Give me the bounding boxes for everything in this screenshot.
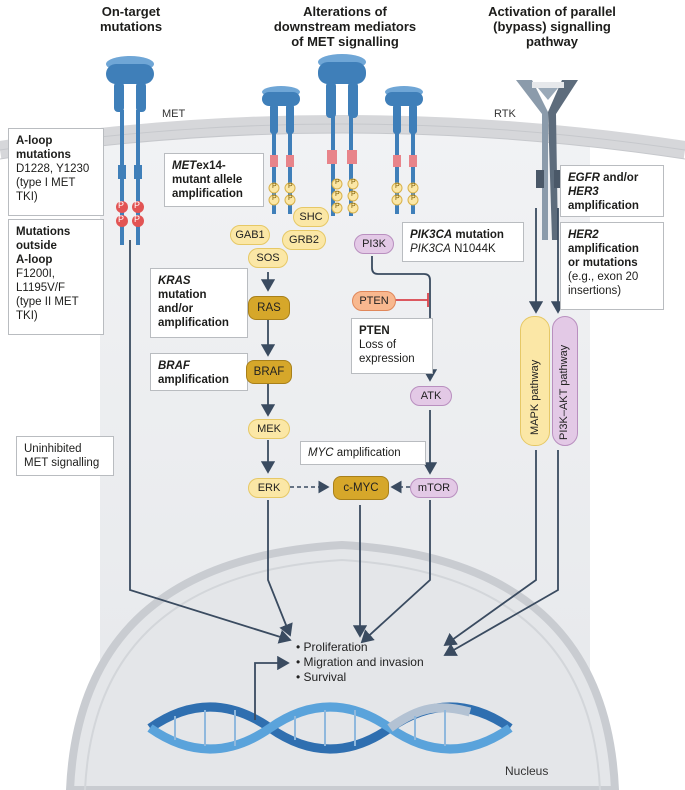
outcomes-list: Proliferation Migration and invasion Sur… (296, 640, 424, 685)
signal-arrows (129, 208, 566, 720)
phospho-yellow-label: P (335, 179, 340, 186)
mol-mek: MEK (248, 419, 290, 439)
mol-pi3k: PI3K (354, 234, 394, 254)
mol-shc: SHC (293, 207, 329, 227)
mol-ras: RAS (248, 296, 290, 320)
met-receptor-small-right (385, 86, 423, 214)
mol-pten: PTEN (352, 291, 396, 311)
rtk-receptor (516, 80, 578, 240)
outcome-survival: Survival (296, 670, 424, 685)
phospho-yellow-label: P (395, 195, 400, 202)
mol-erk: ERK (248, 478, 290, 498)
outcome-migration: Migration and invasion (296, 655, 424, 670)
mol-gab1: GAB1 (230, 225, 270, 245)
label-mapk-pathway: MAPK pathway (529, 359, 541, 435)
phospho-yellow-label: P (335, 203, 340, 210)
phospho-yellow-label: P (272, 183, 277, 190)
met-receptor-center (318, 54, 366, 216)
phospho-yellow-label: P (335, 191, 340, 198)
mol-atk: ATK (410, 386, 452, 406)
outcome-proliferation: Proliferation (296, 640, 424, 655)
phospho-yellow-label: P (351, 179, 356, 186)
pill-mapk-pathway (520, 316, 550, 446)
phospho-yellow-label: P (395, 183, 400, 190)
pten-inhibition (395, 293, 429, 307)
mol-braf: BRAF (246, 360, 292, 384)
phospho-yellow-label: P (411, 183, 416, 190)
met-receptor-small-left (262, 86, 300, 214)
met-phospho-sites (116, 201, 144, 227)
met-receptor-left (106, 56, 154, 245)
pill-pi3k-akt-pathway (552, 316, 578, 446)
met-label: MET (162, 108, 186, 120)
label-pi3k-akt-pathway: PI3K–AKT pathway (558, 344, 570, 440)
mol-sos: SOS (248, 248, 288, 268)
box-pik3ca: PIK3CA mutation PIK3CA N1044K (402, 222, 524, 262)
dna-helix (147, 702, 513, 754)
phospho-yellow-label: P (288, 183, 293, 190)
nucleus-label: Nucleus (505, 764, 549, 778)
rtk-label: RTK (494, 108, 516, 120)
mol-grb2: GRB2 (282, 230, 326, 250)
phospho-yellow-label: P (272, 195, 277, 202)
mol-cmyc: c-MYC (333, 476, 389, 500)
phospho-yellow-label: P (288, 195, 293, 202)
phospho-yellow-label: P (411, 195, 416, 202)
phospho-yellow-label: P (351, 191, 356, 198)
phospho-yellow-label: P (351, 203, 356, 210)
phospho-yellow-sites (268, 178, 419, 214)
mol-mtor: mTOR (410, 478, 458, 498)
box-myc: MYC amplification (300, 441, 426, 465)
header-bypass: Activation of parallel(bypass) signallin… (488, 4, 616, 49)
